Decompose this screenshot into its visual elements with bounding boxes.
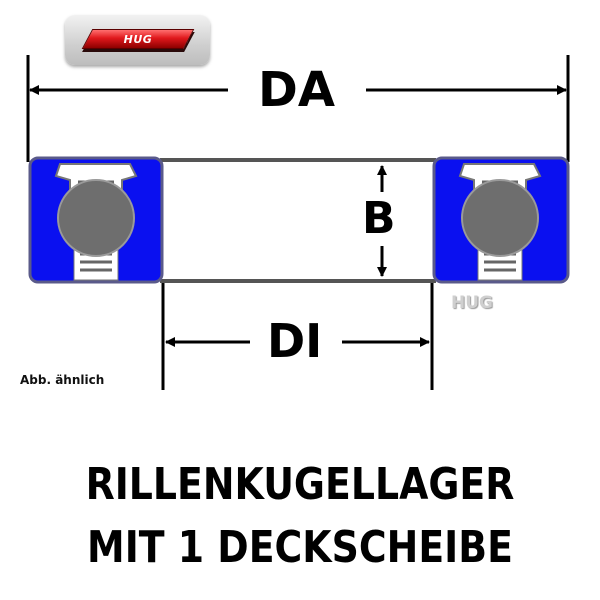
product-title-line-1: RILLENKUGELLAGER: [85, 459, 515, 510]
illustration-similar-note: Abb. ähnlich: [20, 373, 105, 387]
width-label: B: [362, 193, 396, 244]
extension-lines: [26, 55, 570, 390]
right-bearing-section: [432, 156, 570, 284]
bearing-ring-lines: [160, 158, 436, 283]
inner-diameter-label: DI: [267, 314, 323, 368]
hug-watermark: HUG: [451, 293, 493, 313]
product-title-line-2: MIT 1 DECKSCHEIBE: [87, 522, 513, 573]
left-bearing-section: [28, 156, 164, 284]
outer-diameter-label: DA: [258, 62, 335, 118]
brand-logo: HUG: [65, 15, 210, 65]
